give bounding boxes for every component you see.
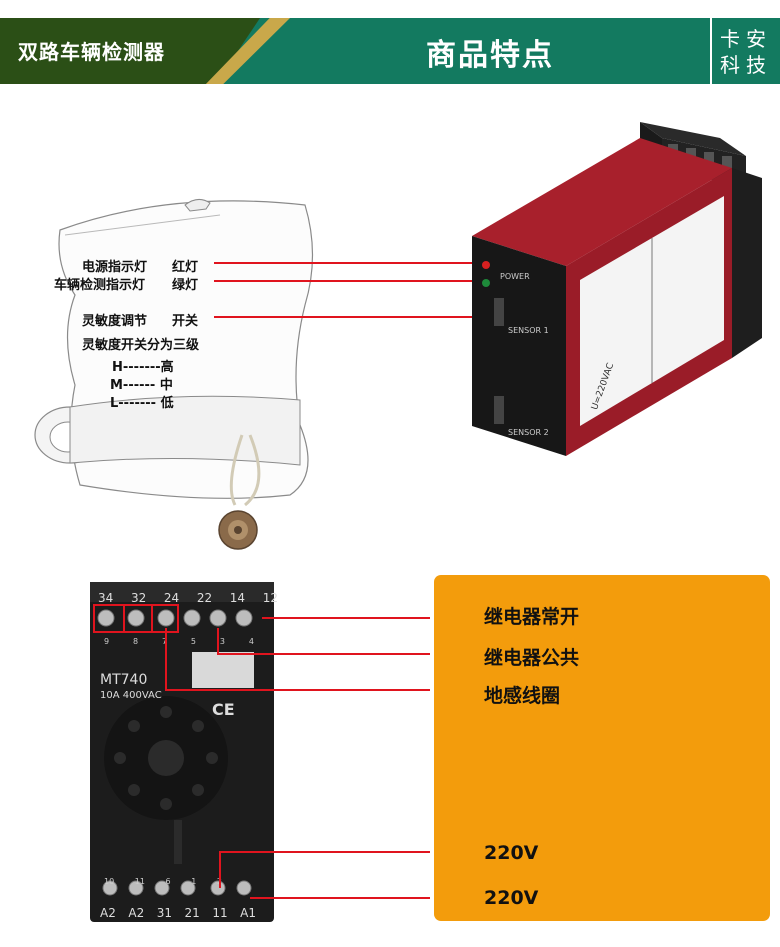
pin-11: 11 xyxy=(134,877,145,886)
vehicle-detector-device xyxy=(472,122,762,456)
power-light-label: 电源指示灯 xyxy=(82,260,148,275)
base-rating: 10A 400VAC xyxy=(100,690,162,701)
pin-4: 4 xyxy=(248,637,254,646)
section-title: 商品特点 xyxy=(426,38,554,73)
base-top-pins: 9 8 7 5 3 4 xyxy=(104,637,254,646)
pin-9: 9 xyxy=(104,637,110,646)
device-power-label: POWER xyxy=(500,272,530,281)
vehicle-light-label: 车辆检测指示灯 xyxy=(54,278,146,293)
brand-divider xyxy=(710,18,712,84)
terminal-11: 11 xyxy=(212,906,228,920)
pin-3: 3 xyxy=(219,637,225,646)
power-220v-label-b: 220V xyxy=(484,887,539,909)
wiring-info-panel xyxy=(434,575,770,921)
brand-line-1: 卡安 xyxy=(720,27,772,51)
vehicle-light-color: 绿灯 xyxy=(172,278,199,293)
relay-common-label: 继电器公共 xyxy=(484,647,580,669)
terminal-a1: A1 xyxy=(240,906,256,920)
terminal-a2-2: A2 xyxy=(128,906,145,920)
device-sensor2-label: SENSOR 2 xyxy=(508,428,549,437)
terminal-a2-1: A2 xyxy=(100,906,116,920)
ce-mark: CE xyxy=(212,700,235,719)
level-high: H-------高 xyxy=(112,360,174,375)
pin-8: 8 xyxy=(132,637,139,646)
ground-loop-label: 地感线圈 xyxy=(484,685,561,707)
sensitivity-control: 开关 xyxy=(172,314,199,329)
terminal-32: 32 xyxy=(130,591,147,605)
terminal-34: 34 xyxy=(98,591,114,605)
product-title: 双路车辆检测器 xyxy=(18,40,165,64)
terminal-31: 31 xyxy=(156,906,172,920)
base-top-terminals: 34 32 24 22 14 12 xyxy=(98,591,278,605)
level-medium: M------ 中 xyxy=(110,378,173,393)
terminal-12: 12 xyxy=(262,591,278,605)
power-light-color: 红灯 xyxy=(172,260,199,275)
terminal-21: 21 xyxy=(184,906,200,920)
terminal-24: 24 xyxy=(163,591,180,605)
base-model: MT740 xyxy=(100,672,148,688)
relay-socket-base xyxy=(90,582,274,922)
pin-7: 7 xyxy=(161,637,168,646)
device-sensor1-label: SENSOR 1 xyxy=(508,326,549,335)
terminal-14: 14 xyxy=(229,591,246,605)
pin-1: 1 xyxy=(191,877,197,886)
relay-no-label: 继电器常开 xyxy=(484,606,580,628)
scroll-illustration xyxy=(34,199,314,550)
terminal-22: 22 xyxy=(196,591,213,605)
pin-10: 10 xyxy=(104,877,115,886)
pin-6: 6 xyxy=(165,877,171,886)
brand-line-2: 科技 xyxy=(720,53,772,77)
sensitivity-levels-title: 灵敏度开关分为三级 xyxy=(82,338,200,353)
level-low: L------- 低 xyxy=(110,396,174,411)
power-220v-label-a: 220V xyxy=(484,842,539,864)
sensitivity-label: 灵敏度调节 xyxy=(82,314,148,329)
brand-name: 卡安 科技 xyxy=(720,26,772,78)
pin-5: 5 xyxy=(190,637,196,646)
base-bottom-terminals: A2 A2 31 21 11 A1 xyxy=(100,906,256,920)
